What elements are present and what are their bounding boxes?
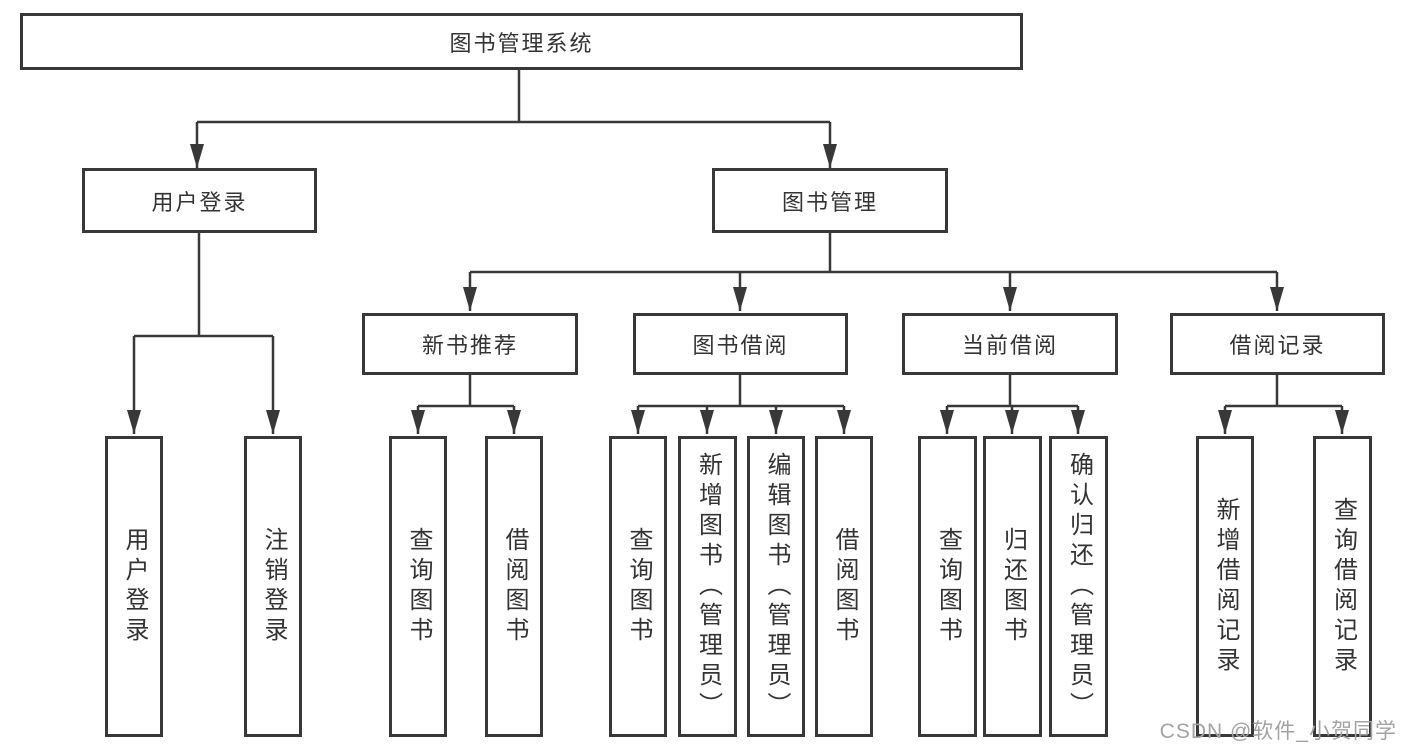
leaf-return-book: 归还图书	[983, 436, 1042, 737]
leaf-borrow-books-recommend: 借阅图书	[485, 436, 543, 737]
node-library-management-system: 图书管理系统	[20, 13, 1023, 70]
leaf-label: 确认归还（管理员）	[1065, 451, 1093, 722]
node-label: 借阅记录	[1229, 333, 1326, 358]
leaf-user-login: 用户登录	[105, 436, 163, 737]
leaf-label: 借阅图书	[831, 526, 858, 647]
leaf-label: 查询借阅记录	[1329, 496, 1357, 677]
leaf-label: 注销登录	[260, 526, 287, 647]
leaf-query-borrow-record: 查询借阅记录	[1313, 436, 1372, 737]
node-label: 图书借阅	[692, 333, 789, 358]
leaf-label: 查询图书	[934, 526, 962, 647]
leaf-borrow-books: 借阅图书	[815, 436, 873, 737]
leaf-label: 新增借阅记录	[1212, 496, 1239, 677]
leaf-logout: 注销登录	[244, 436, 302, 737]
node-label: 新书推荐	[421, 333, 518, 358]
node-label: 图书管理系统	[449, 30, 594, 56]
node-current-borrow: 当前借阅	[902, 313, 1118, 375]
leaf-label: 借阅图书	[501, 526, 528, 647]
leaf-label: 归还图书	[999, 526, 1027, 647]
leaf-label: 编辑图书（管理员）	[763, 451, 790, 722]
leaf-edit-book-admin: 编辑图书（管理员）	[747, 436, 805, 737]
node-user-login: 用户登录	[82, 168, 317, 233]
node-new-book-recommend: 新书推荐	[362, 313, 578, 375]
node-book-management: 图书管理	[712, 168, 948, 233]
leaf-label: 新增图书（管理员）	[694, 451, 722, 722]
leaf-label: 用户登录	[121, 526, 148, 647]
node-borrow-records: 借阅记录	[1170, 313, 1385, 375]
node-label: 当前借阅	[961, 333, 1058, 358]
leaf-label: 查询图书	[625, 526, 652, 647]
leaf-confirm-return-admin: 确认归还（管理员）	[1049, 436, 1108, 737]
node-label: 图书管理	[781, 189, 878, 215]
leaf-query-books-recommend: 查询图书	[389, 436, 447, 737]
node-book-borrow: 图书借阅	[633, 313, 848, 375]
leaf-add-book-admin: 新增图书（管理员）	[678, 436, 737, 737]
leaf-label: 查询图书	[405, 526, 432, 647]
leaf-add-borrow-record: 新增借阅记录	[1196, 436, 1254, 737]
leaf-query-books-borrow: 查询图书	[609, 436, 667, 737]
leaf-query-books-current: 查询图书	[918, 436, 977, 737]
csdn-watermark: CSDN @软件_小贺同学	[1159, 720, 1397, 743]
node-label: 用户登录	[151, 189, 248, 215]
